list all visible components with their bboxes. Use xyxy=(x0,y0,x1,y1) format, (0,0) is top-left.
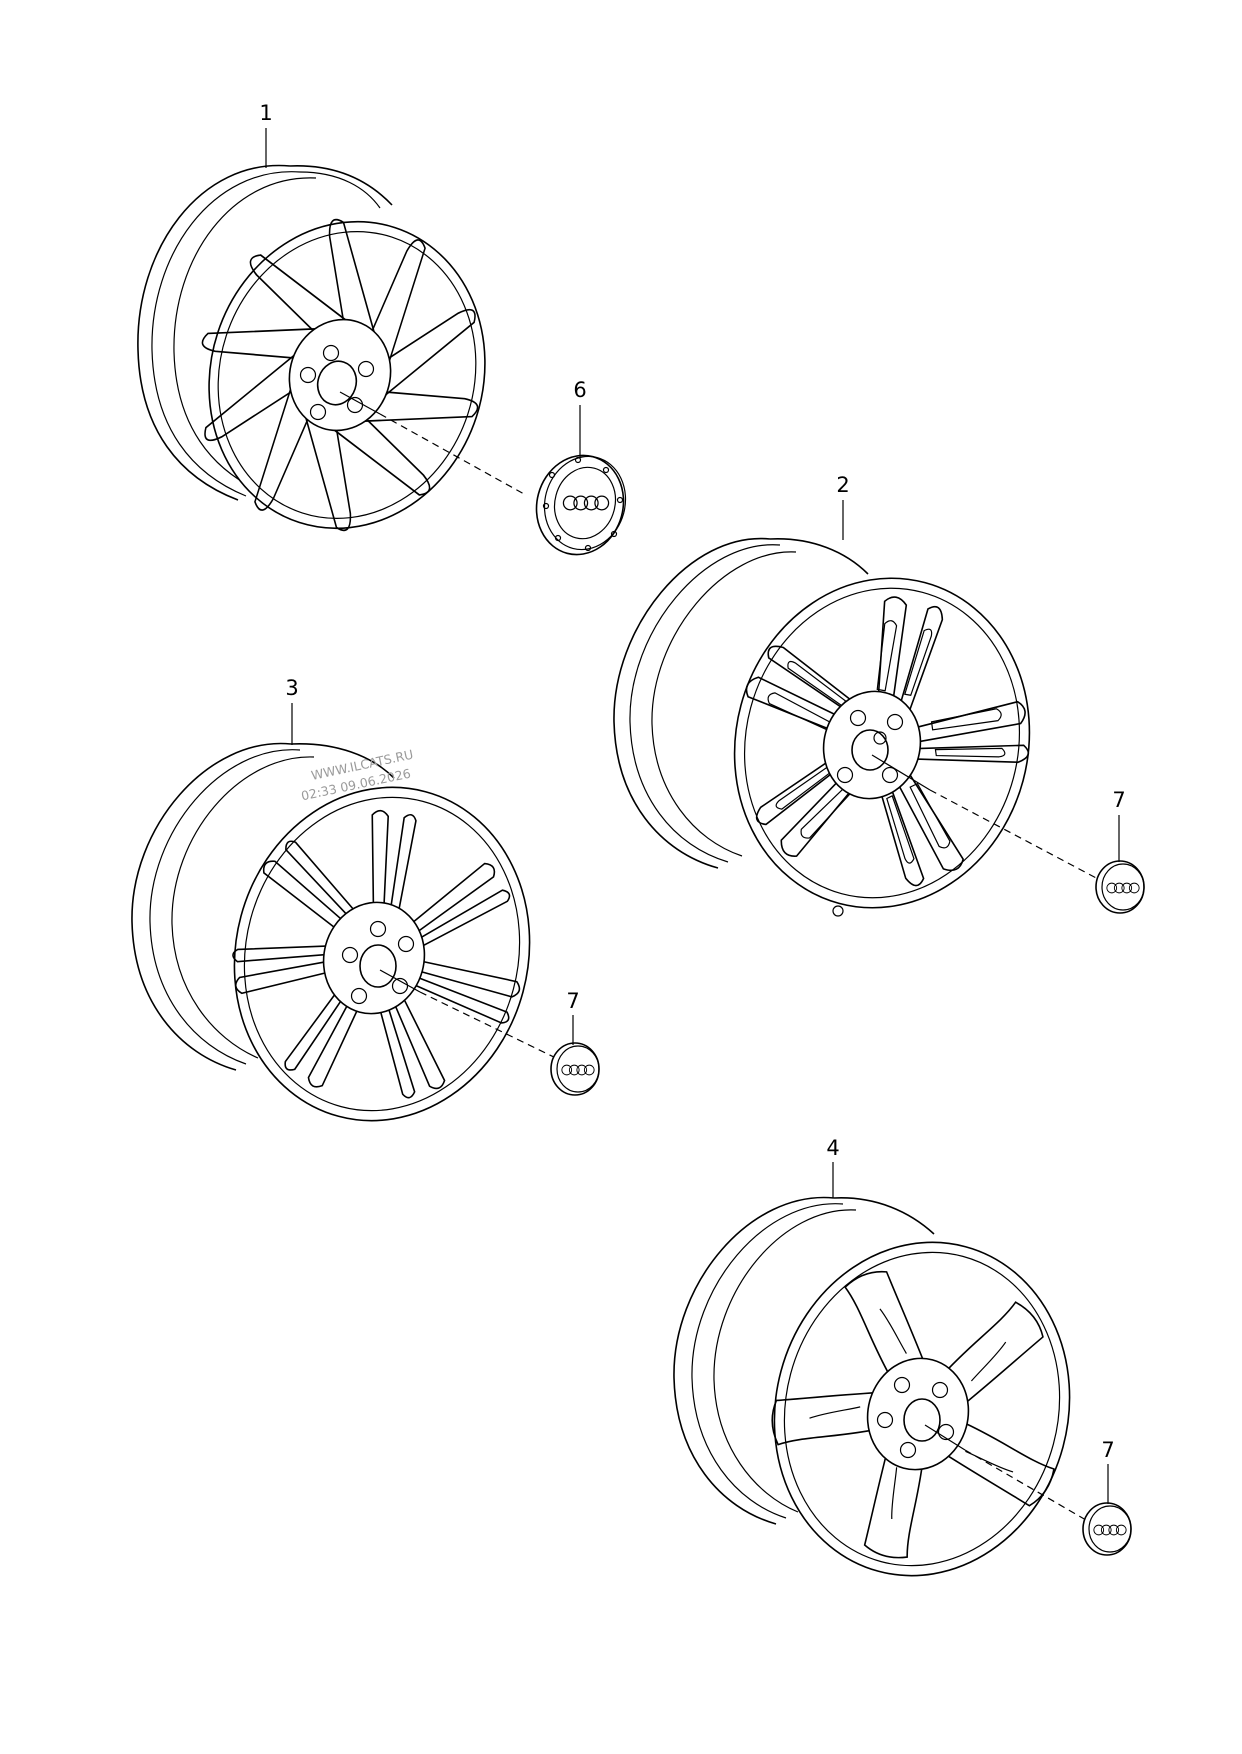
center-cap-7c xyxy=(1082,1502,1132,1556)
callout-1: 1 xyxy=(259,101,272,125)
callout-2: 2 xyxy=(836,473,849,497)
center-cap-7a xyxy=(1095,860,1145,914)
callout-4: 4 xyxy=(826,1136,839,1160)
callout-7: 7 xyxy=(1101,1438,1114,1462)
callout-6: 6 xyxy=(573,378,586,402)
wheel-1 xyxy=(137,164,525,535)
wheel-3 xyxy=(131,742,561,1122)
callout-3: 3 xyxy=(285,676,298,700)
callout-7: 7 xyxy=(566,989,579,1013)
center-cap-7b xyxy=(550,1042,600,1096)
wheel-2 xyxy=(613,537,1101,917)
callout-leaders xyxy=(265,128,1120,1504)
callout-7: 7 xyxy=(1112,788,1125,812)
center-cap-6 xyxy=(535,454,627,556)
wheel-4 xyxy=(673,1196,1087,1577)
